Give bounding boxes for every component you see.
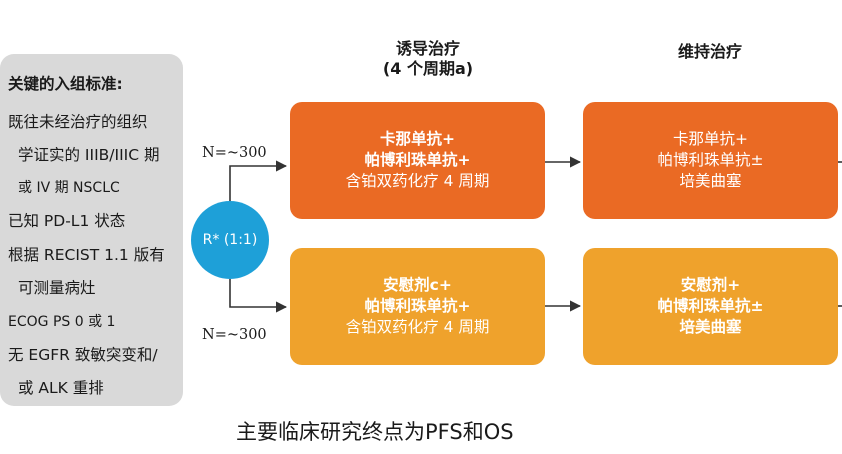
criteria-item: 或 ALK 重排 — [18, 379, 104, 397]
box-line: 卡那单抗+ — [380, 130, 455, 148]
box-line: 帕博利珠单抗+ — [364, 297, 471, 315]
induction-title: 诱导治疗 — [395, 39, 460, 58]
arm-1-n-label: N=~300 — [202, 145, 267, 161]
arm-2-induction-box: 安慰剂c+ 帕博利珠单抗+ 含铂双药化疗 4 周期 — [290, 248, 545, 365]
box-line: 帕博利珠单抗± — [657, 297, 764, 315]
arm-1-induction-box: 卡那单抗+ 帕博利珠单抗+ 含铂双药化疗 4 周期 — [290, 102, 545, 219]
criteria-title: 关键的入组标准: — [8, 75, 123, 93]
arm-2-branch-arrow — [229, 279, 288, 313]
arm-1-branch-arrow — [229, 160, 288, 201]
criteria-item: 既往未经治疗的组织 — [8, 113, 148, 131]
randomization-node: R* (1:1) — [191, 201, 269, 279]
box-line: 培美曲塞 — [679, 318, 742, 336]
box-line: 安慰剂c+ — [383, 276, 452, 294]
criteria-item: 学证实的 IIIB/IIIC 期 — [18, 146, 160, 164]
box-line: 帕博利珠单抗+ — [364, 151, 471, 169]
arm-1-maintenance-box: 卡那单抗+ 帕博利珠单抗± 培美曲塞 — [583, 102, 838, 219]
maintenance-title: 维持治疗 — [677, 42, 742, 61]
arm-2-maintenance-box: 安慰剂+ 帕博利珠单抗± 培美曲塞 — [583, 248, 838, 365]
criteria-item: 根据 RECIST 1.1 版有 — [8, 246, 165, 264]
box-line: 帕博利珠单抗± — [657, 151, 764, 169]
inclusion-criteria-panel: 关键的入组标准: 既往未经治疗的组织 学证实的 IIIB/IIIC 期 或 IV… — [0, 54, 183, 406]
induction-header: 诱导治疗 (4 个周期a) — [368, 39, 488, 79]
criteria-item: 可测量病灶 — [18, 279, 96, 297]
box-line: 卡那单抗+ — [673, 130, 748, 148]
primary-endpoint: 主要临床研究终点为PFS和OS — [236, 420, 514, 444]
criteria-item: 已知 PD-L1 状态 — [8, 212, 126, 230]
criteria-item: 无 EGFR 致敏突变和/ — [8, 346, 158, 364]
criteria-item: ECOG PS 0 或 1 — [8, 314, 116, 330]
criteria-item: 或 IV 期 NSCLC — [18, 180, 120, 196]
box-line: 含铂双药化疗 4 周期 — [345, 172, 490, 190]
box-line: 培美曲塞 — [679, 172, 742, 190]
arm-2-n-label: N=~300 — [202, 327, 267, 343]
induction-subtitle: (4 个周期a) — [382, 59, 474, 78]
box-line: 含铂双药化疗 4 周期 — [345, 318, 490, 336]
box-line: 安慰剂+ — [680, 276, 741, 294]
